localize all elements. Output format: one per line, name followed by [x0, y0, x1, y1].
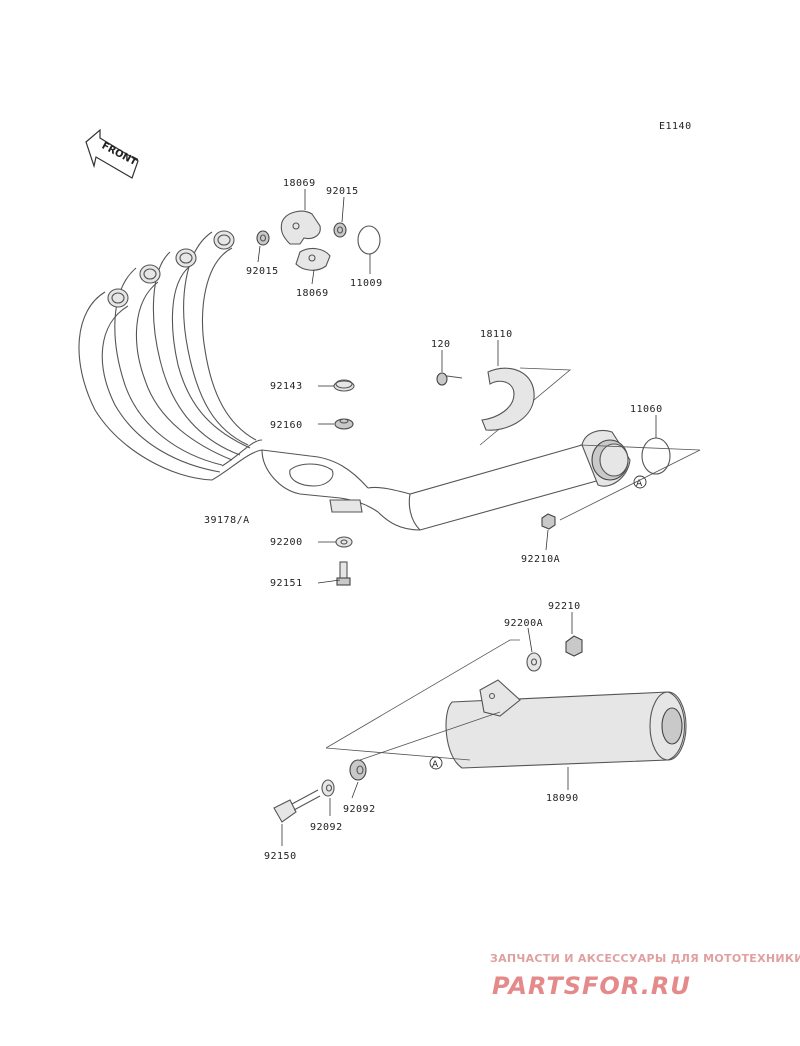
label-92150: 92150: [264, 851, 297, 862]
label-92092-left: 92092: [310, 822, 343, 833]
watermark-tagline: ЗАПЧАСТИ И АКСЕССУАРЫ ДЛЯ МОТОТЕХНИКИ: [490, 952, 800, 965]
label-11060: 11060: [630, 404, 663, 415]
label-92200A: 92200A: [504, 618, 543, 629]
nut-92210A: [541, 513, 556, 530]
ref-marker-a-lower: A: [429, 756, 443, 770]
clamp-18069-bottom: [295, 247, 331, 271]
label-18090: 18090: [546, 793, 579, 804]
label-92015-left: 92015: [246, 266, 279, 277]
clamp-18069-top: [280, 210, 321, 245]
front-arrow-icon: FRONT: [85, 128, 139, 179]
bushing-92092-right: [349, 759, 367, 781]
label-92092-right: 92092: [343, 804, 376, 815]
svg-text:A: A: [432, 760, 439, 770]
bolt-92151: [336, 561, 351, 586]
label-92143: 92143: [270, 381, 303, 392]
outlet-flange: [581, 429, 631, 487]
label-39178A: 39178/A: [204, 515, 250, 526]
nut-92015-right: [333, 222, 347, 238]
bolt-92150: [273, 789, 321, 823]
label-120: 120: [431, 339, 451, 350]
nut-92210: [565, 635, 583, 657]
watermark: ЗАПЧАСТИ И АКСЕССУАРЫ ДЛЯ МОТОТЕХНИКИ PA…: [490, 952, 800, 1000]
label-92210A: 92210A: [521, 554, 560, 565]
muffler-18090: [445, 679, 687, 769]
heat-shield-18110: [481, 367, 535, 431]
gasket-11009: [357, 225, 381, 255]
nut-92015-left: [256, 230, 270, 246]
label-92200: 92200: [270, 537, 303, 548]
label-92160: 92160: [270, 420, 303, 431]
washer-92200: [335, 536, 353, 548]
grommet-92143: [333, 379, 355, 392]
exhaust-header-pipes: [78, 230, 601, 531]
svg-text:A: A: [636, 479, 643, 489]
label-18069-bottom: 18069: [296, 288, 329, 299]
diagram-code: E1140: [659, 121, 692, 132]
label-92210: 92210: [548, 601, 581, 612]
label-92151: 92151: [270, 578, 303, 589]
watermark-logo: PARTSFOR.RU: [492, 972, 691, 1000]
gasket-ring-11060: [641, 437, 671, 475]
label-11009: 11009: [350, 278, 383, 289]
label-18110: 18110: [480, 329, 513, 340]
bolt-120: [436, 372, 463, 386]
label-92015-top: 92015: [326, 186, 359, 197]
ref-marker-a-upper: A: [633, 475, 647, 489]
washer-92200A: [526, 652, 542, 672]
leader-lines: [257, 189, 657, 846]
collar-92092-left: [321, 779, 335, 797]
bushing-92160: [334, 418, 354, 430]
label-18069-top: 18069: [283, 178, 316, 189]
